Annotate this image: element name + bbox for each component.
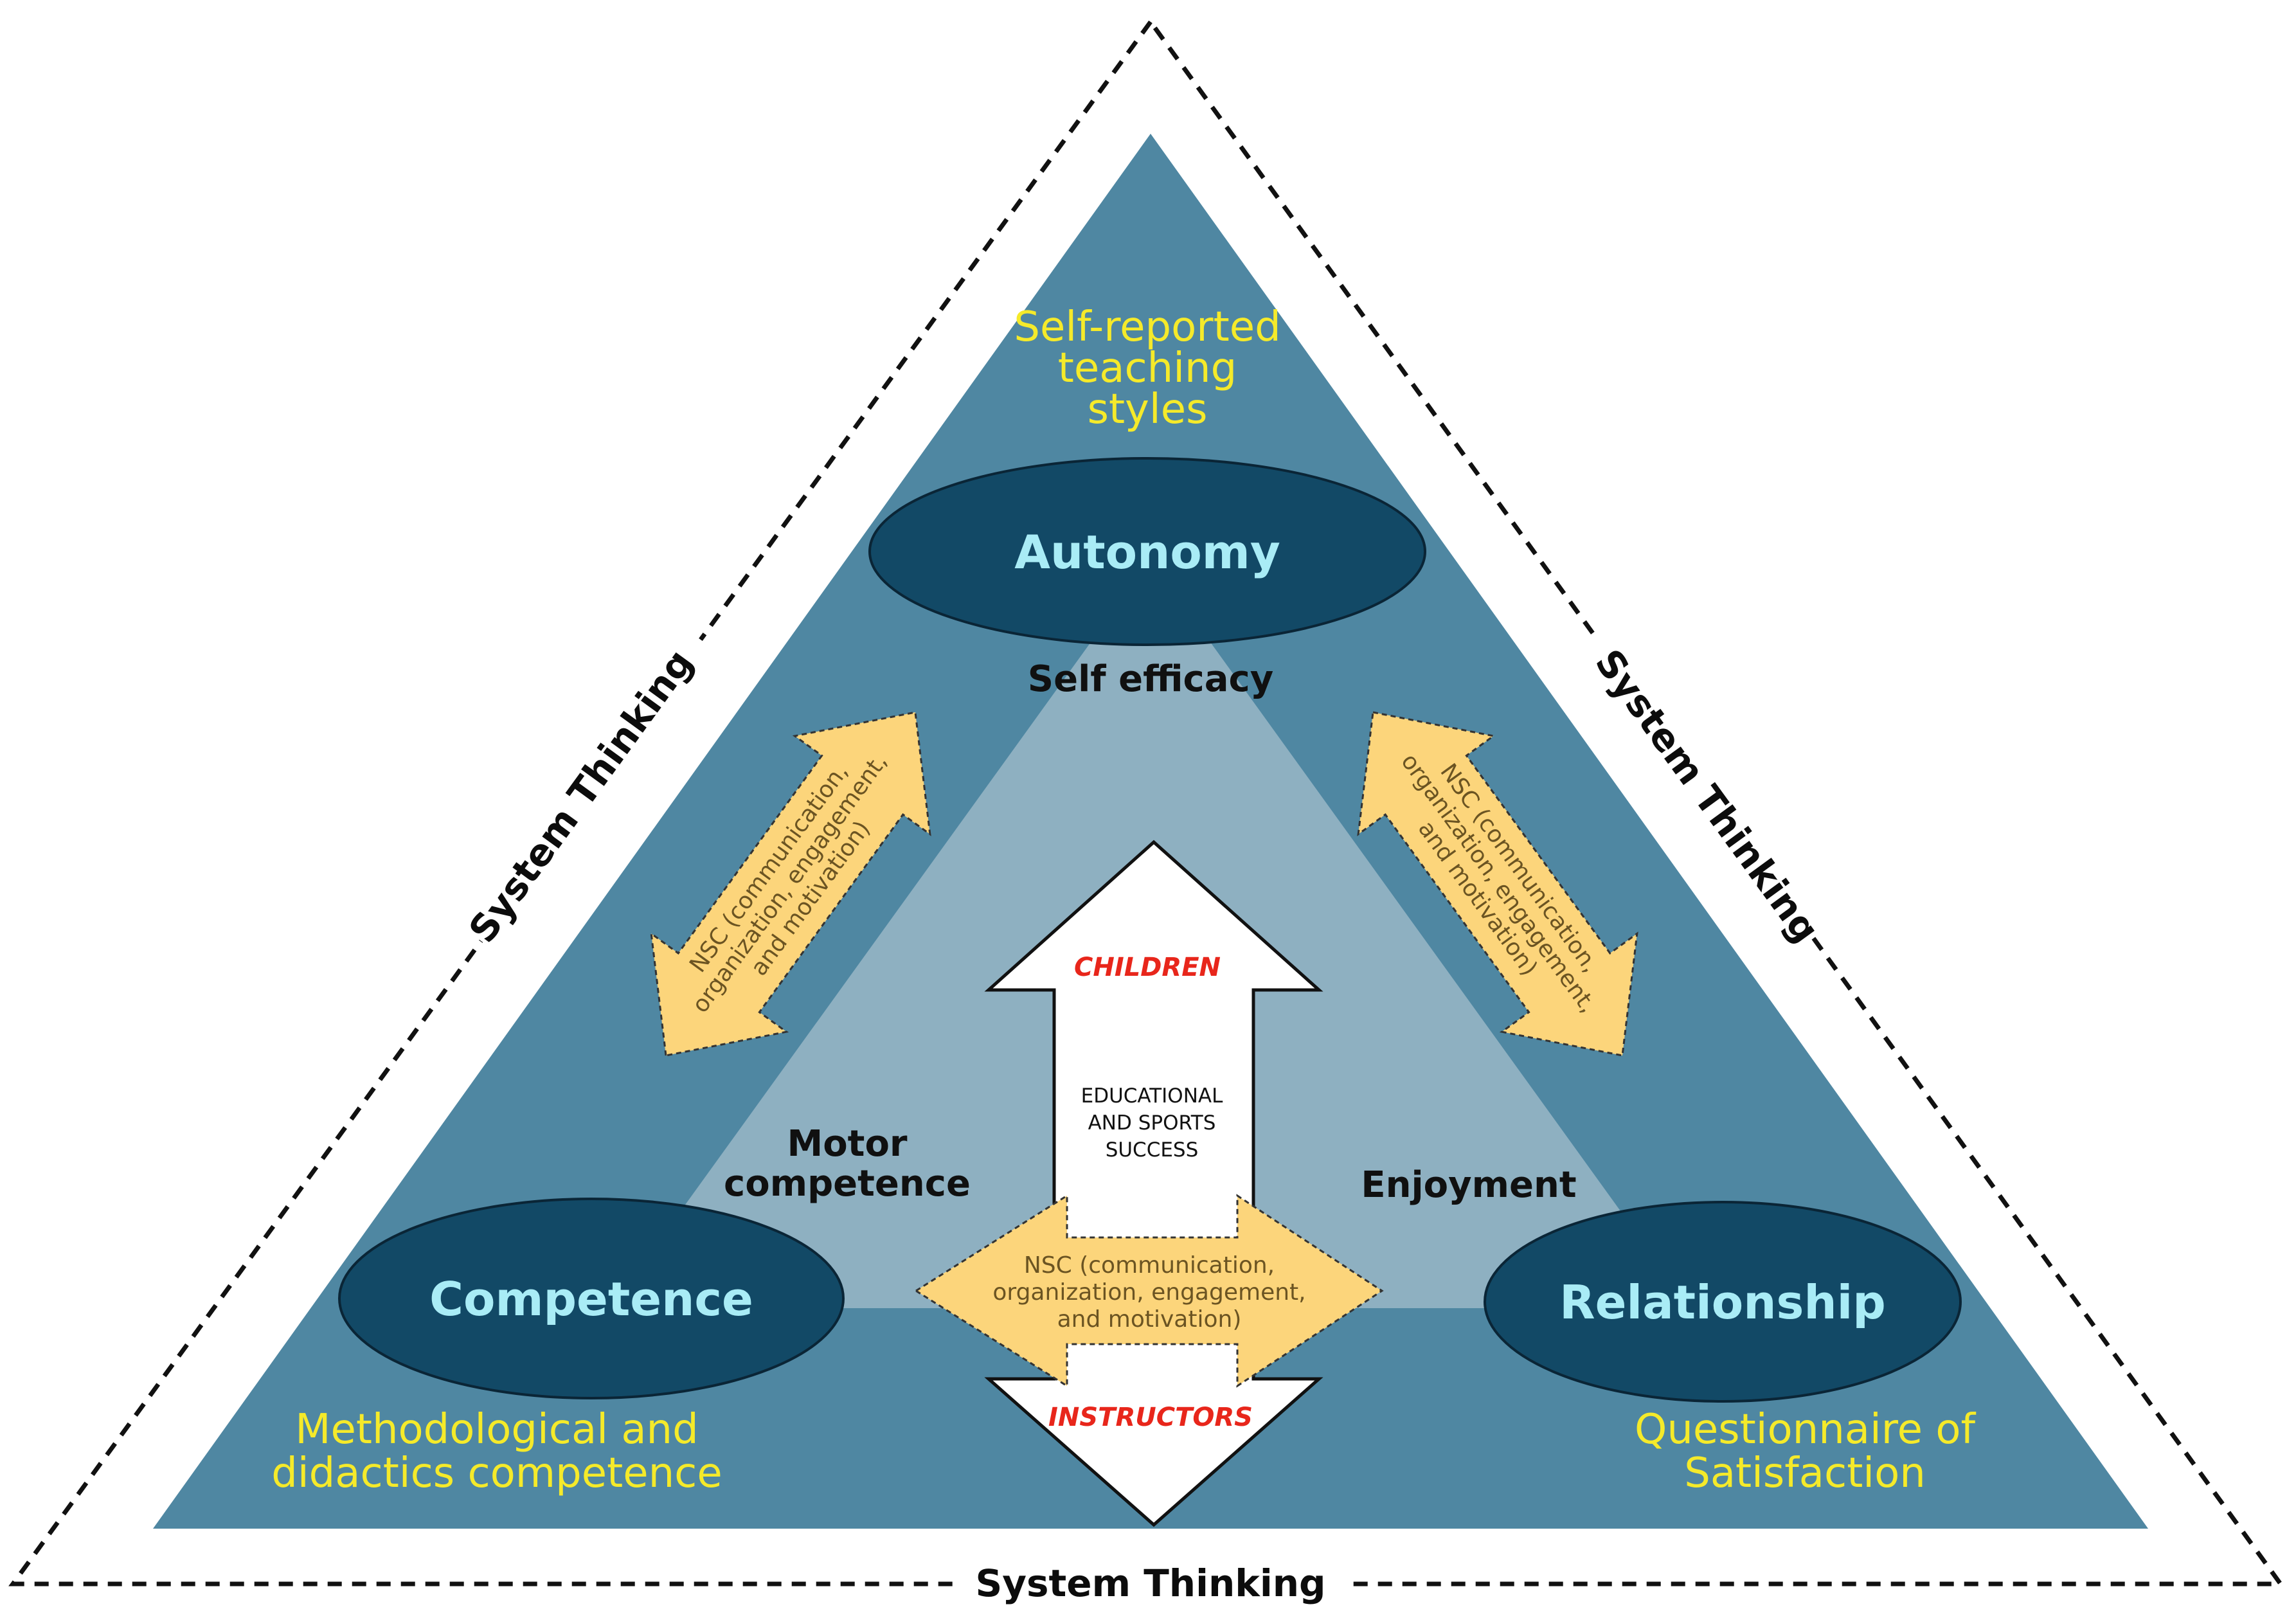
motor-competence-line-1: Motor <box>787 1123 907 1165</box>
boundary-label-gap-left <box>456 622 726 960</box>
educational-success-line-3: SUCCESS <box>1106 1138 1199 1162</box>
nsc-arrow-right <box>1357 711 1638 1057</box>
autonomy-oval <box>868 457 1426 646</box>
motor-competence-line-2: competence <box>724 1163 971 1205</box>
nsc-arrow-left <box>650 711 931 1057</box>
competence-label: Competence <box>429 1272 753 1326</box>
autonomy-measure-line-3: styles <box>1088 386 1208 433</box>
relationship-measure-line-1: Questionnaire of <box>1635 1406 1977 1453</box>
nsc-bottom-line-2: organization, engagement, <box>992 1279 1305 1306</box>
nsc-bottom-line-3: and motivation) <box>1057 1306 1242 1333</box>
autonomy-label: Autonomy <box>1014 525 1280 579</box>
system-thinking-bottom: System Thinking <box>975 1561 1325 1605</box>
autonomy-measure-line-1: Self-reported <box>1014 303 1280 351</box>
boundary-label-gap-bottom <box>958 1556 1343 1614</box>
relationship-measure-line-2: Satisfaction <box>1684 1450 1926 1497</box>
autonomy-measure-line-2: teaching <box>1058 345 1237 392</box>
educational-success-line-1: EDUCATIONAL <box>1081 1084 1223 1108</box>
nsc-bottom-line-1: NSC (communication, <box>1024 1252 1275 1279</box>
relationship-oval <box>1484 1201 1962 1403</box>
educational-success-line-2: AND SPORTS <box>1088 1111 1216 1135</box>
enjoyment-label: Enjoyment <box>1361 1164 1576 1206</box>
self-efficacy-label: Self efficacy <box>1028 658 1273 700</box>
relationship-label: Relationship <box>1559 1275 1886 1329</box>
competence-measure-line-1: Methodological and <box>295 1406 698 1453</box>
boundary-label-gap-right <box>1562 622 1832 960</box>
instructors-label: INSTRUCTORS <box>1048 1403 1253 1432</box>
children-label: CHILDREN <box>1074 953 1221 982</box>
competence-oval <box>338 1198 845 1399</box>
competence-measure-line-2: didactics competence <box>271 1450 722 1497</box>
nsc-arrow-bottom <box>914 1194 1384 1388</box>
